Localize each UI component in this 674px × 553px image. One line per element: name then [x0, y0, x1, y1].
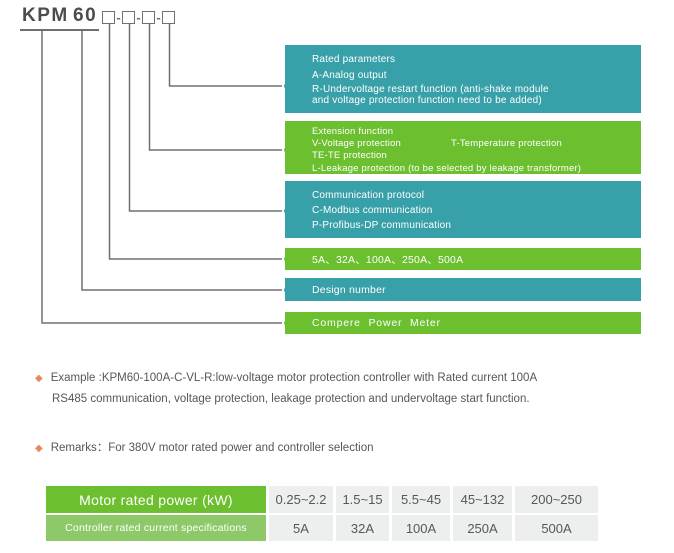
connector-design-number: [81, 30, 283, 291]
model-code-dash: -: [116, 10, 121, 25]
table-cell: 200~250: [515, 486, 598, 513]
bar-label: 5A、32A、100A、250A、500A: [312, 253, 464, 266]
table-cell: 250A: [453, 515, 512, 541]
bar-communication-protocol: Communication protocol C-Modbus communic…: [285, 181, 641, 238]
diamond-bullet-icon: ◆: [35, 373, 43, 384]
example-line-1: ◆ Example :KPM60-100A-C-VL-R:low-voltage…: [35, 368, 537, 389]
table-cell: 45~132: [453, 486, 512, 513]
connector-box1-rated-current: [108, 24, 283, 260]
model-design-code: 60: [71, 5, 100, 31]
table-cell: 5.5~45: [392, 486, 450, 513]
bar-title: Communication protocol: [312, 190, 425, 201]
model-series-code: KPM: [20, 5, 71, 31]
bar-title: Extension function: [312, 126, 394, 137]
remarks-line: ◆ Remarks：For 380V motor rated power and…: [35, 438, 373, 459]
bar-option: V-Voltage protection: [312, 138, 402, 150]
example-text: RS485 communication, voltage protection,…: [52, 393, 530, 405]
bar-option: TE-TE protection: [312, 150, 388, 162]
example-line-2: RS485 communication, voltage protection,…: [52, 389, 537, 409]
table-cell: 5A: [269, 515, 333, 541]
diamond-bullet-icon: ◆: [35, 443, 43, 454]
bar-design-number: Design number: [285, 278, 641, 301]
example-note: ◆ Example :KPM60-100A-C-VL-R:low-voltage…: [35, 368, 537, 409]
bar-option: A-Analog output: [312, 70, 387, 81]
table-row-header-controller-current: Controller rated current specifications: [46, 515, 266, 541]
remarks-text: Remarks：For 380V motor rated power and c…: [50, 442, 374, 454]
model-code-box-4: [162, 11, 175, 24]
model-code-dash: -: [156, 10, 161, 25]
bar-option: P-Profibus-DP communication: [312, 220, 452, 231]
model-code-box-2: [122, 11, 135, 24]
model-code-dash: -: [136, 10, 141, 25]
bar-option: T-Temperature protection: [451, 138, 562, 150]
table-cell: 32A: [336, 515, 389, 541]
connector-box4-rated-parameters: [168, 24, 283, 87]
bar-option: R-Undervoltage restart function (anti-sh…: [312, 84, 549, 95]
table-cell: 500A: [515, 515, 598, 541]
model-code-boxes: - - -: [102, 11, 175, 24]
table-cell: 0.25~2.2: [269, 486, 333, 513]
example-text: Example :KPM60-100A-C-VL-R:low-voltage m…: [50, 372, 538, 384]
bar-title: Rated parameters: [312, 54, 396, 65]
bar-option-row: V-Voltage protection T-Temperature protec…: [285, 138, 641, 150]
table-cell: 100A: [392, 515, 450, 541]
connector-box3-extension-function: [148, 24, 283, 151]
model-number-title: KPM 60 - - -: [20, 5, 200, 35]
table-cell: 1.5~15: [336, 486, 389, 513]
connector-product-name: [41, 30, 283, 324]
bar-rated-current-options: 5A、32A、100A、250A、500A: [285, 248, 641, 270]
model-code-box-3: [142, 11, 155, 24]
bar-option-continuation: and voltage protection function need to …: [312, 95, 542, 106]
bar-option: C-Modbus communication: [312, 205, 433, 216]
bar-product-name: Compere Power Meter: [285, 312, 641, 334]
bar-rated-parameters: Rated parameters A-Analog output R-Under…: [285, 45, 641, 113]
motor-selection-table: Motor rated power (kW) 0.25~2.2 1.5~15 5…: [46, 486, 598, 541]
table-row-header-motor-power: Motor rated power (kW): [46, 486, 266, 513]
bar-option: L-Leakage protection (to be selected by …: [312, 162, 582, 174]
connector-box2-communication-protocol: [128, 24, 283, 212]
bar-label: Design number: [312, 283, 386, 296]
model-code-box-1: [102, 11, 115, 24]
remarks-note: ◆ Remarks：For 380V motor rated power and…: [35, 438, 373, 459]
bar-label: Compere Power Meter: [312, 317, 441, 329]
